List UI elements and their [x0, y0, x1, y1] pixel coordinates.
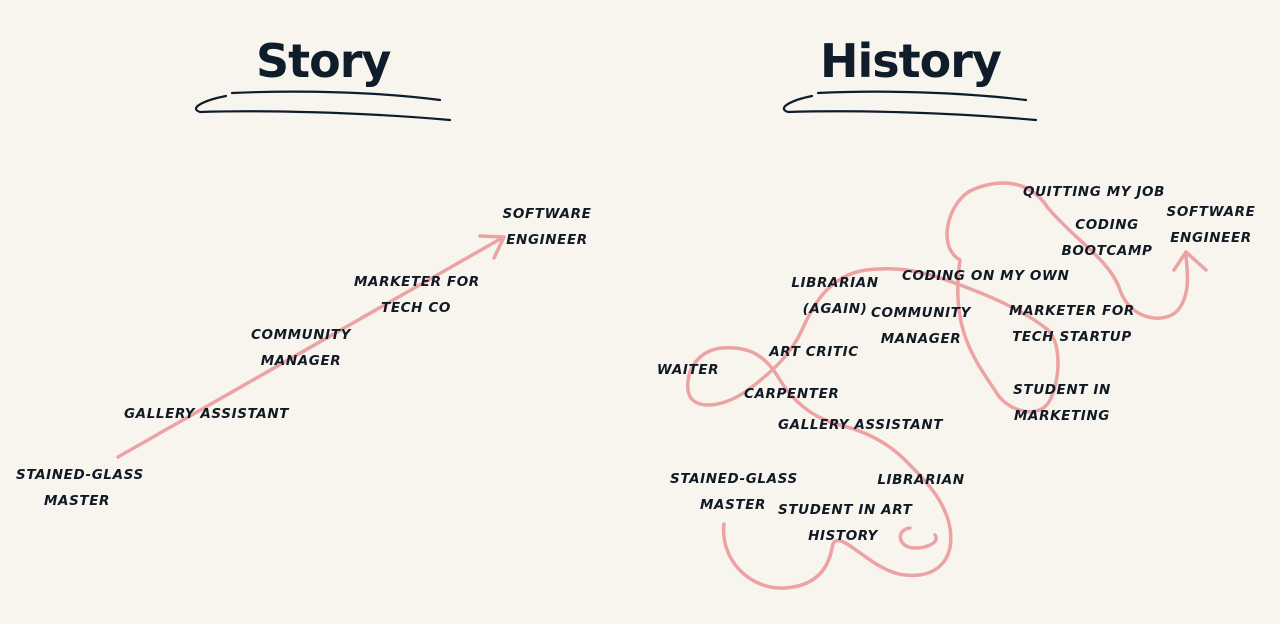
- history-path: [686, 181, 1208, 590]
- history-label-software-engineer: Softwareengineer: [1166, 204, 1256, 246]
- history-label-librarian-again: Librarian(again): [791, 275, 879, 317]
- story-label-community-manager: Communitymanager: [251, 327, 351, 369]
- history-label-community-manager: Communitymanager: [871, 305, 971, 347]
- history-label-student-in-art-history: Student in arthistory: [778, 502, 913, 544]
- history-label-gallery-assistant: Gallery assistant: [778, 417, 944, 433]
- history-label-carpenter: Carpenter: [744, 386, 840, 402]
- history-label-waiter: Waiter: [656, 362, 720, 378]
- history-title: History: [820, 34, 1002, 88]
- story-label-marketer-for-tech-co: Marketer fortech co: [354, 274, 480, 316]
- history-label-art-critic: Art critic: [769, 344, 859, 360]
- story-label-software-engineer: Softwareengineer: [502, 206, 592, 248]
- history-label-librarian: Librarian: [877, 472, 965, 488]
- story-title: Story: [256, 34, 391, 88]
- history-underline: [782, 90, 1038, 122]
- story-label-stained-glass-master: Stained-glassmaster: [16, 467, 144, 509]
- history-label-coding-on-my-own: Coding on my own: [902, 268, 1070, 284]
- history-label-quitting-my-job: Quitting my job: [1023, 184, 1165, 200]
- story-underline: [194, 90, 452, 122]
- history-label-stained-glass-master: Stained-glassmaster: [670, 471, 798, 513]
- story-arrow: [116, 234, 506, 459]
- history-label-coding-bootcamp: Codingbootcamp: [1061, 217, 1153, 259]
- history-label-marketer-for-tech-startup: Marketer fortech startup: [1009, 303, 1135, 345]
- story-label-gallery-assistant: Gallery assistant: [124, 406, 290, 422]
- history-label-student-in-marketing: Student inmarketing: [1013, 382, 1111, 424]
